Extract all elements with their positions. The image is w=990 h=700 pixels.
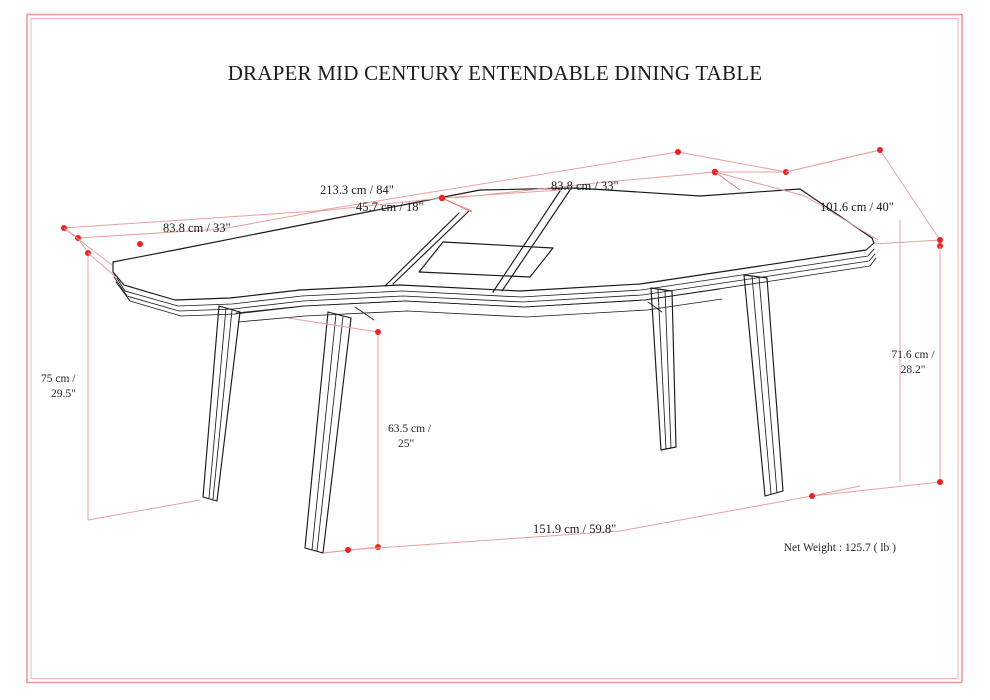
dimension-label-top-right-section: 83.8 cm / 33" bbox=[551, 179, 619, 193]
dimension-overall-height-left: 75 cm /29.5" bbox=[41, 250, 201, 521]
page-title: DRAPER MID CENTURY ENTENDABLE DINING TAB… bbox=[228, 61, 763, 85]
table-top-surface bbox=[112, 187, 875, 301]
dimension-top-overall-length: 213.3 cm / 84" bbox=[61, 149, 787, 239]
dimension-witness-lines bbox=[63, 227, 143, 279]
dimension-label-overall-height-left-line1: 75 cm /29.5" bbox=[41, 373, 76, 400]
dimension-top-leaf-section: 45.7 cm / 18" bbox=[356, 189, 561, 214]
dimension-leg-span-length: 151.9 cm / 59.8" bbox=[323, 485, 861, 554]
dimension-top-depth: 101.6 cm / 40" bbox=[714, 147, 943, 249]
dimension-clearance-height: 63.5 cm /25" bbox=[287, 317, 432, 554]
dimension-label-top-left-section: 83.8 cm / 33" bbox=[163, 221, 231, 235]
table-leaf-seams bbox=[384, 189, 571, 293]
table-leg-back-right bbox=[650, 287, 677, 451]
page-border-frame bbox=[26, 13, 963, 684]
dimension-label-top-overall-length: 213.3 cm / 84" bbox=[320, 183, 394, 197]
dimension-label-top-depth: 101.6 cm / 40" bbox=[820, 200, 894, 214]
dimension-top-left-section: 83.8 cm / 33" bbox=[75, 195, 445, 254]
dimension-top-right-section: 83.8 cm / 33" bbox=[454, 168, 789, 199]
dimension-label-clearance-height: 63.5 cm /25" bbox=[388, 423, 432, 450]
dimension-label-leg-span-length: 151.9 cm / 59.8" bbox=[533, 522, 616, 536]
table-drawing bbox=[112, 187, 877, 554]
table-leg-front-left bbox=[202, 305, 241, 502]
table-leg-back-left bbox=[304, 311, 352, 554]
table-leg-front-right bbox=[743, 274, 784, 497]
table-apron bbox=[235, 288, 723, 323]
dimension-overall-height-right: 71.6 cm /28.2" bbox=[811, 220, 943, 497]
dimension-label-overall-height-right: 71.6 cm /28.2" bbox=[891, 349, 935, 376]
dimension-label-top-leaf-section: 45.7 cm / 18" bbox=[356, 200, 424, 214]
net-weight-label: Net Weight : 125.7 ( lb ) bbox=[784, 542, 896, 554]
